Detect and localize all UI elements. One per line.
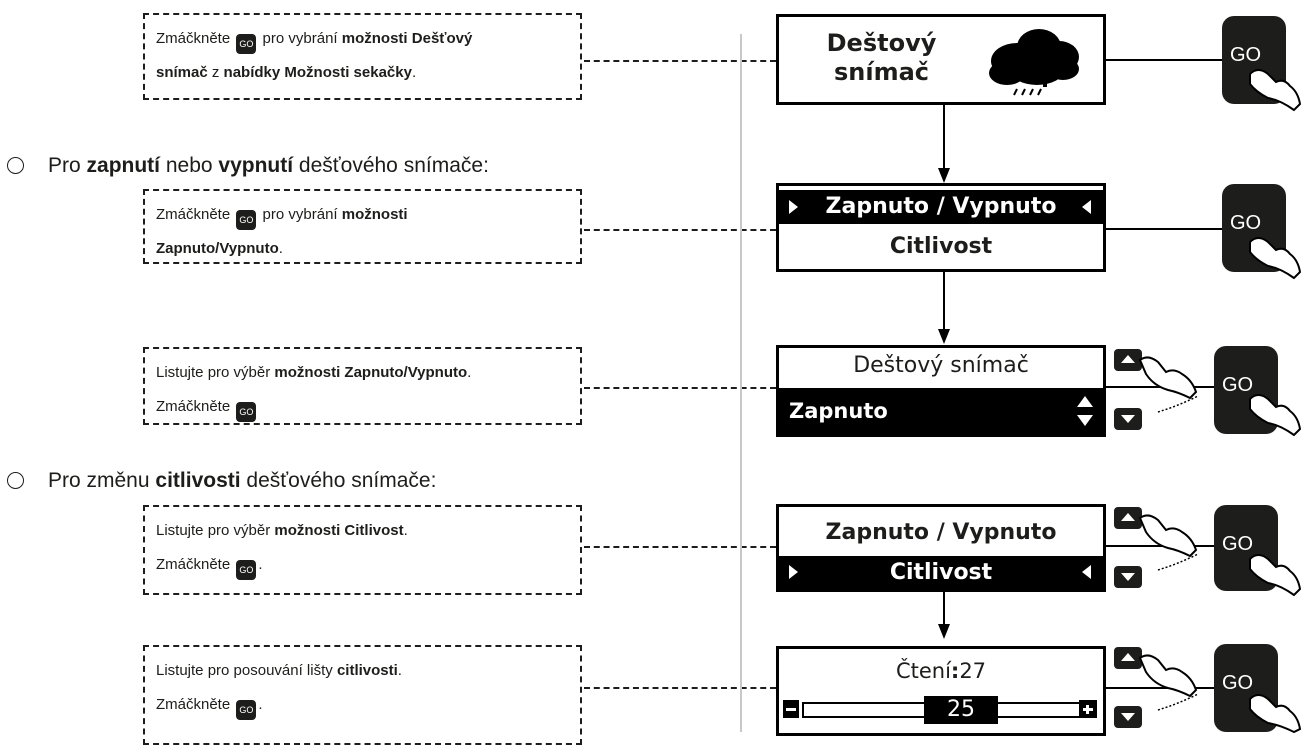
selector-left-icon [1082,200,1091,214]
go-key-icon: GO [236,560,257,580]
lcd-screen-sensitivity-menu: Zapnuto / Vypnuto Citlivost [776,504,1106,592]
flow-arrow-head [938,168,950,183]
scrolling-hand-icon [1138,514,1199,571]
go-key-icon: GO [236,700,257,720]
pressing-hand-icon [1249,394,1302,437]
bullet-circle-icon [7,156,24,174]
down-button[interactable] [1114,566,1142,588]
pressing-hand-icon [1249,554,1302,597]
up-button[interactable] [1114,507,1142,529]
flow-arrow-head [938,329,950,344]
lcd-screen-sensitivity-slider: Čtení:27 25 [776,646,1106,736]
flow-arrow-head [938,624,950,639]
flow-arrow [943,105,945,169]
lcd-label: Deštový snímač [826,29,937,86]
flow-arrow [943,272,945,330]
go-key-icon: GO [236,34,257,54]
connector-line [584,546,776,548]
go-key-icon: GO [236,210,257,230]
sensitivity-slider[interactable]: 25 [783,696,1099,724]
up-down-arrows-icon [1077,396,1093,426]
sensitivity-reading: Čtení:27 [895,659,987,683]
bullet-text: Pro změnu citlivosti dešťového snímače: [48,468,437,492]
lcd-title: Deštový snímač [853,353,1029,378]
selector-right-icon [789,200,798,214]
minus-icon[interactable] [783,700,799,718]
value-selector[interactable]: Zapnuto [779,388,1103,434]
bullet-sensitivity: Pro změnu citlivosti dešťového snímače: [4,463,436,497]
lcd-screen-toggle: Deštový snímač Zapnuto [776,345,1106,437]
scrolling-hand-icon [1138,654,1199,711]
bullet-circle-icon [7,471,24,489]
pressing-hand-icon [1249,237,1302,280]
menu-item[interactable]: Zapnuto / Vypnuto [825,520,1057,545]
connector-line [584,387,776,389]
connector-line [584,60,776,62]
scrolling-hand-icon [1138,356,1199,413]
connector-line [584,229,776,231]
go-key-icon: GO [236,402,257,422]
slider-value[interactable]: 25 [924,696,998,724]
divider [740,34,742,732]
button-link-line [1106,687,1222,689]
down-button[interactable] [1114,706,1142,728]
button-link-line [1106,228,1222,230]
menu-item[interactable]: Citlivost [889,234,993,259]
plus-icon[interactable] [1079,700,1097,718]
instruction-select-on-off: Zmáčkněte GO pro vybrání možnosti Zapnut… [143,189,582,264]
lcd-screen-rain-sensor: Deštový snímač [776,14,1106,105]
menu-item-selected[interactable]: Citlivost [779,556,1103,589]
instruction-select-rain-sensor: Zmáčkněte GO pro vybrání možnosti Dešťov… [143,13,582,100]
instruction-select-sensitivity: Listujte pro výběr možnosti Citlivost. Z… [143,505,582,595]
instruction-toggle-on-off: Listujte pro výběr možnosti Zapnuto/Vypn… [143,347,582,425]
pressing-hand-icon [1249,69,1302,112]
selector-right-icon [789,565,798,579]
down-button[interactable] [1114,408,1142,430]
selector-left-icon [1082,565,1091,579]
rain-cloud-icon [989,29,1079,96]
menu-item-selected[interactable]: Zapnuto / Vypnuto [779,190,1103,224]
instruction-adjust-sensitivity: Listujte pro posouvání lišty citlivosti.… [143,645,582,745]
connector-line [584,687,776,689]
bullet-text: Pro zapnutí nebo vypnutí dešťového sníma… [48,153,489,177]
lcd-screen-menu: Zapnuto / Vypnuto Citlivost [776,183,1106,272]
bullet-on-off: Pro zapnutí nebo vypnutí dešťového sníma… [4,148,489,182]
up-button[interactable] [1114,349,1142,371]
button-link-line [1106,59,1222,61]
pressing-hand-icon [1249,694,1302,734]
up-button[interactable] [1114,647,1142,669]
flow-arrow [943,592,945,625]
